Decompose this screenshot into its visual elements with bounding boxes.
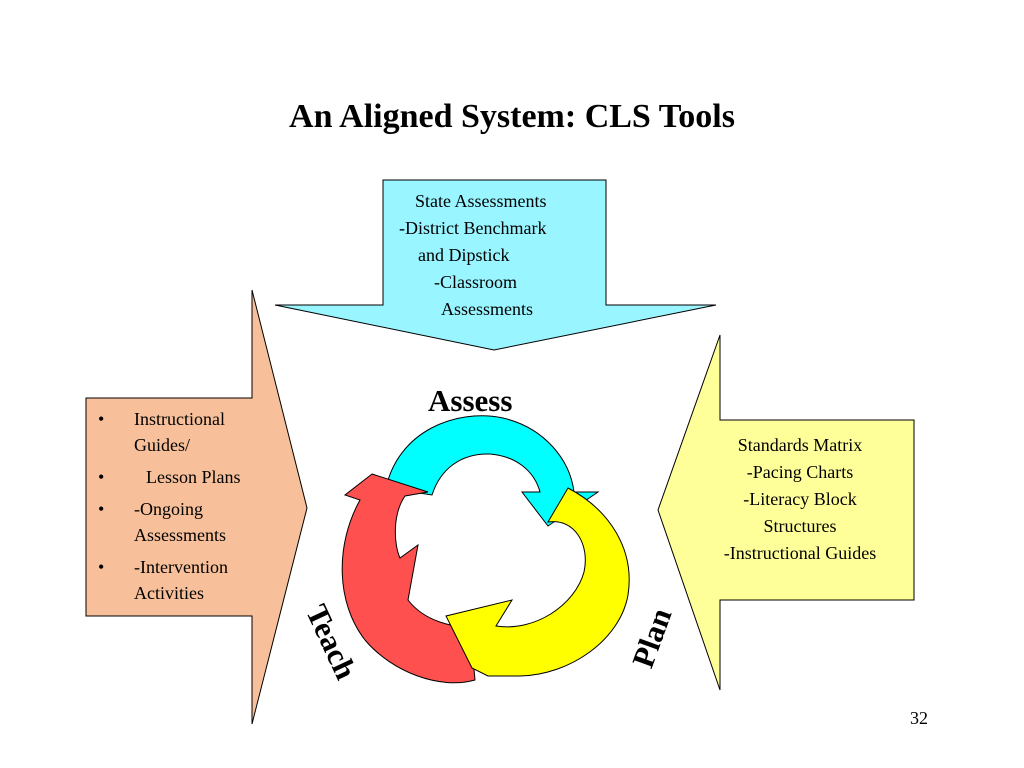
right-arrow-shape (657, 334, 915, 691)
right-arrow-line: -Pacing Charts (746, 462, 854, 482)
top-arrow-line: Assessments (441, 299, 534, 319)
left-arrow-text: Instructional Guides/ Lesson Plans -Ongo… (92, 406, 272, 612)
left-arrow-item: Instructional Guides/ (92, 406, 272, 458)
top-arrow-line: State Assessments (415, 191, 547, 211)
top-arrow-line: -District Benchmark (399, 218, 547, 238)
left-arrow-item: -Intervention Activities (92, 554, 272, 606)
plan-cycle-arrow (445, 487, 630, 677)
left-arrow-item: -Ongoing Assessments (92, 496, 272, 548)
teach-cycle-arrow (341, 473, 476, 684)
left-arrow-item-label: Lesson Plans (146, 467, 241, 487)
top-arrow-line: and Dipstick (418, 245, 510, 265)
top-arrow-shape (274, 179, 717, 351)
right-arrow-line: -Literacy Block (743, 489, 857, 509)
right-arrow-line: Standards Matrix (737, 435, 863, 455)
right-arrow-line: -Instructional Guides (723, 543, 877, 563)
left-arrow-item-label: Instructional Guides/ (134, 409, 225, 455)
left-arrow-item-label: -Ongoing Assessments (134, 499, 227, 545)
right-arrow-line: Structures (763, 516, 837, 536)
left-arrow-item-label: -Intervention Activities (134, 557, 228, 603)
top-arrow-text: State Assessments -District Benchmark an… (388, 188, 610, 323)
top-arrow-line: -Classroom (434, 272, 517, 292)
left-arrow-item: Lesson Plans (92, 464, 272, 490)
left-arrow-list: Instructional Guides/ Lesson Plans -Ongo… (92, 406, 272, 606)
slide-title: An Aligned System: CLS Tools (289, 98, 735, 135)
right-arrow-text: Standards Matrix -Pacing Charts -Literac… (690, 432, 910, 567)
page-number: 32 (910, 708, 928, 728)
assess-label: Assess (428, 383, 513, 418)
